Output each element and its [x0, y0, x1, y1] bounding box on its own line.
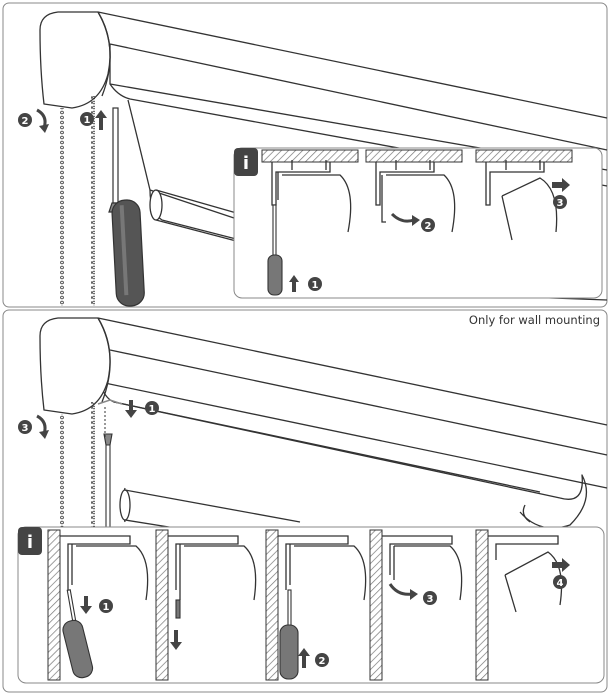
- bottom-info-step-3: 3: [427, 594, 434, 605]
- wall-mounting-note: Only for wall mounting: [468, 313, 600, 327]
- top-callout-1-number: 1: [84, 115, 91, 126]
- top-callout-2-number: 2: [22, 116, 29, 127]
- bottom-info-symbol: i: [27, 532, 33, 553]
- bottom-info-box: i 1: [17, 526, 605, 684]
- top-info-step-2: 2: [425, 221, 432, 232]
- bottom-info-step-1: 1: [103, 602, 110, 613]
- bottom-chain-left: [60, 414, 64, 534]
- arrow-down-icon: [170, 630, 182, 650]
- top-chain-right: [91, 96, 95, 306]
- bottom-callout-3: 3: [18, 414, 49, 439]
- bottom-callout-1-number: 1: [149, 404, 156, 415]
- top-chain-left: [60, 108, 64, 306]
- arrow-up-icon: [289, 275, 299, 292]
- arrow-down-icon: [125, 400, 137, 418]
- top-screwdriver: [108, 107, 145, 307]
- arrow-down-icon: [80, 596, 92, 614]
- bottom-panel-frame: [2, 309, 608, 693]
- bottom-blind-drawing: [39, 317, 608, 533]
- top-info-step-3: 3: [557, 198, 564, 209]
- top-info-box: i 1 2 3: [233, 147, 603, 299]
- arrow-right-icon: [552, 558, 570, 572]
- top-callout-1: 1: [80, 110, 107, 130]
- bottom-info-step-4: 4: [557, 578, 564, 589]
- arrow-right-icon: [552, 178, 570, 192]
- top-info-step-1: 1: [312, 280, 319, 291]
- top-callout-2: 2: [18, 108, 49, 133]
- curved-arrow-icon: [388, 583, 413, 596]
- bottom-info-step-2: 2: [319, 656, 326, 667]
- bottom-chain-right: [91, 402, 95, 534]
- bottom-callout-3-number: 3: [22, 423, 29, 434]
- arrow-up-icon: [298, 648, 310, 668]
- top-panel-frame: [2, 2, 608, 308]
- top-info-symbol: i: [243, 153, 249, 174]
- arrow-up-icon: [95, 110, 107, 130]
- bottom-screwdriver: [103, 433, 113, 531]
- bottom-callout-1: 1: [125, 400, 159, 418]
